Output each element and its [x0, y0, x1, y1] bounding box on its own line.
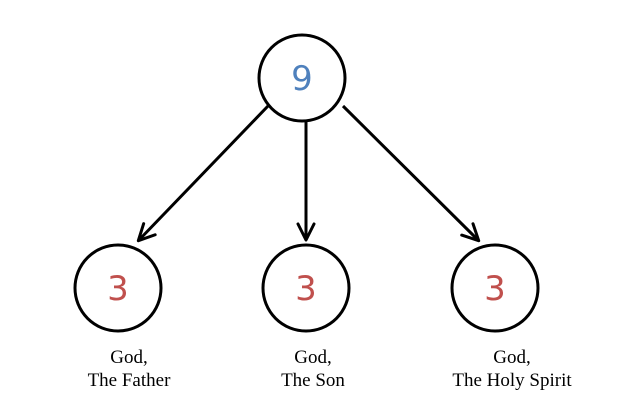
- caption-holy-spirit: God, The Holy Spirit: [412, 346, 612, 392]
- child-node-father: 3: [73, 243, 163, 333]
- child-node-son: 3: [261, 243, 351, 333]
- root-node-circle: [257, 33, 347, 123]
- child-node-circle: [73, 243, 163, 333]
- child-node-number: 3: [295, 269, 317, 309]
- caption-line-2: The Father: [87, 370, 171, 391]
- caption-line-1: God,: [294, 347, 332, 368]
- child-node-circle: [261, 243, 351, 333]
- child-node-number: 3: [107, 269, 129, 309]
- caption-father: God, The Father: [29, 346, 229, 392]
- arrow-to-father: [136, 104, 270, 243]
- child-node-holy-spirit: 3: [450, 243, 540, 333]
- caption-line-2: The Holy Spirit: [452, 370, 572, 391]
- child-node-number: 3: [484, 269, 506, 309]
- caption-son: God, The Son: [213, 346, 413, 392]
- caption-line-1: God,: [493, 347, 531, 368]
- caption-line-1: God,: [110, 347, 148, 368]
- caption-line-2: The Son: [281, 370, 345, 391]
- child-node-circle: [450, 243, 540, 333]
- root-node: 9: [257, 33, 347, 123]
- root-node-number: 9: [291, 59, 313, 99]
- arrow-to-holy-spirit: [341, 104, 481, 243]
